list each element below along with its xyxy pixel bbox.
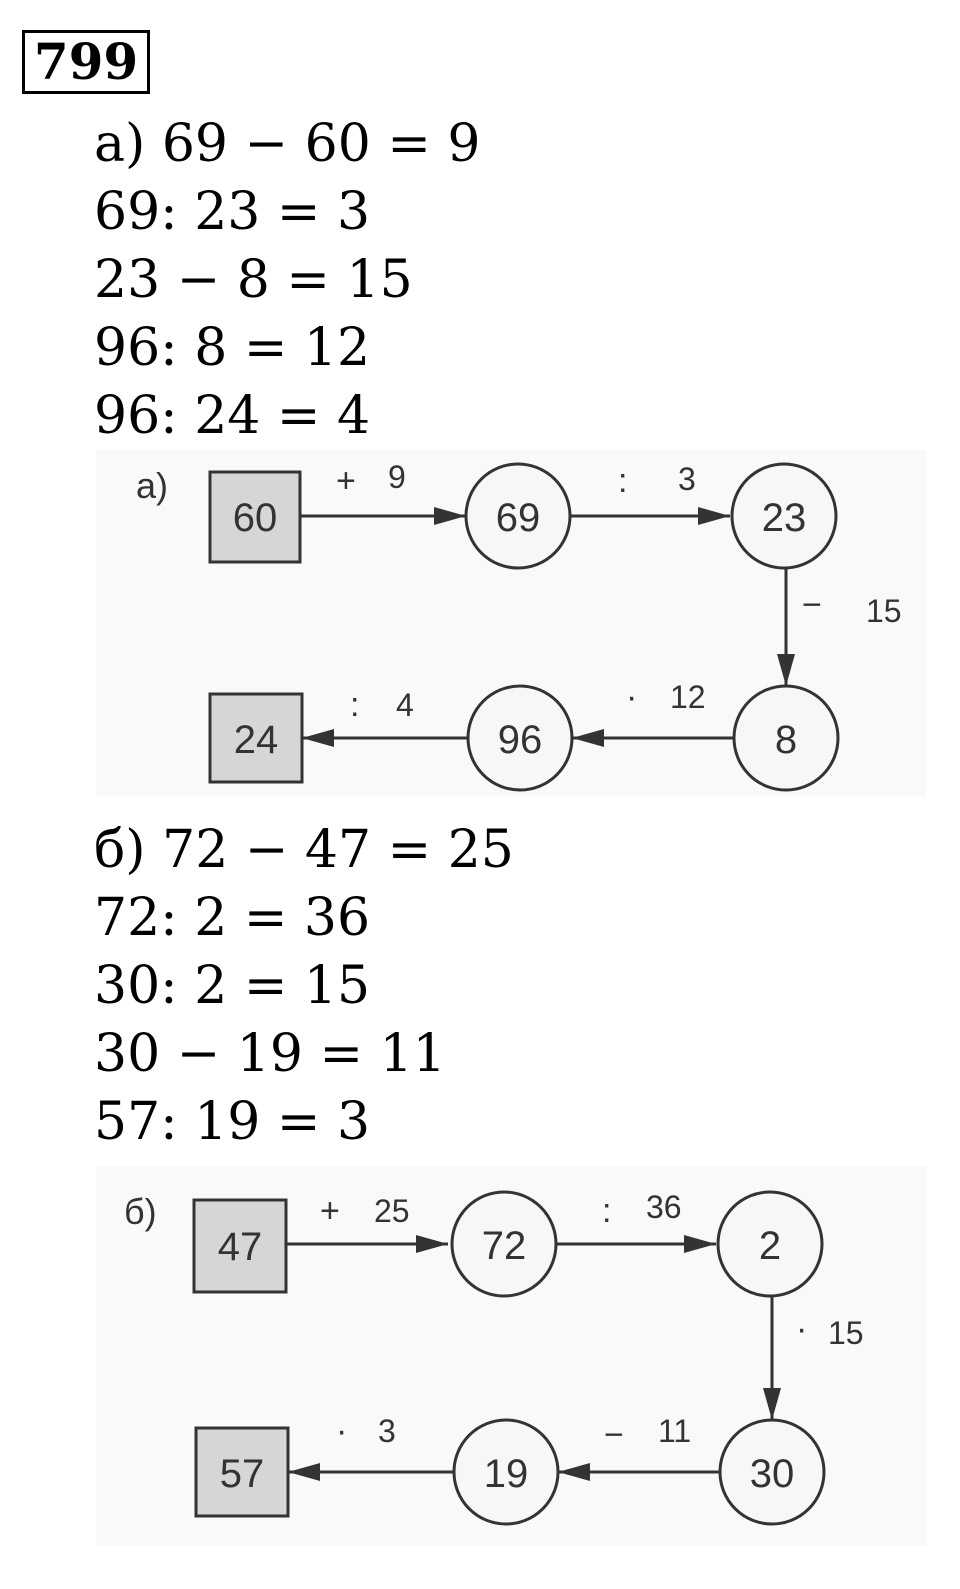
part-b-diagram: б) + 25 : 36 · 15 − 11 · 3 47 bbox=[96, 1166, 926, 1546]
operand-label: 12 bbox=[670, 679, 706, 715]
op-label: + bbox=[320, 1192, 340, 1230]
task-number: 799 bbox=[22, 30, 150, 94]
op-label: : bbox=[350, 686, 359, 724]
equation-line: 96: 8 = 12 bbox=[94, 318, 371, 378]
start-node bbox=[208, 470, 302, 564]
node-value: 69 bbox=[496, 496, 541, 540]
node-circle bbox=[466, 684, 574, 792]
arrowhead bbox=[288, 1463, 320, 1481]
op-label: · bbox=[336, 1412, 347, 1450]
op-label: · bbox=[796, 1310, 807, 1348]
part-a-equations: а) 69 − 60 = 9 69: 23 = 3 23 − 8 = 15 96… bbox=[94, 110, 481, 450]
equation-line: 57: 19 = 3 bbox=[94, 1092, 371, 1152]
arrowhead bbox=[698, 507, 730, 525]
node-value: 2 bbox=[759, 1224, 781, 1268]
diagram-label: а) bbox=[136, 465, 168, 506]
node-value: 30 bbox=[750, 1452, 795, 1496]
equation-line: 23 − 8 = 15 bbox=[94, 250, 413, 310]
operand-label: 9 bbox=[388, 459, 406, 495]
end-node-value: 24 bbox=[234, 718, 279, 762]
node-value: 72 bbox=[482, 1224, 527, 1268]
arrowhead bbox=[777, 654, 795, 686]
operand-label: 36 bbox=[646, 1189, 682, 1225]
operand-label: 4 bbox=[396, 687, 414, 723]
part-b-diagram-svg: б) + 25 : 36 · 15 − 11 · 3 47 bbox=[96, 1166, 926, 1546]
operand-label: 25 bbox=[374, 1193, 410, 1229]
op-label: : bbox=[618, 462, 627, 500]
op-label: − bbox=[604, 1416, 624, 1454]
equation-line: б) 72 − 47 = 25 bbox=[94, 820, 514, 880]
start-node-value: 60 bbox=[233, 496, 278, 540]
node-circle bbox=[730, 462, 838, 570]
part-a-diagram: а) + 9 : 3 − 15 · 12 : 4 60 bbox=[96, 450, 926, 796]
node-circle bbox=[464, 462, 572, 570]
node-value: 19 bbox=[484, 1452, 529, 1496]
diagram-label: б) bbox=[124, 1191, 157, 1232]
end-node bbox=[208, 692, 304, 784]
equation-line: 30 − 19 = 11 bbox=[94, 1024, 446, 1084]
operand-label: 3 bbox=[678, 461, 696, 497]
arrowhead bbox=[434, 507, 466, 525]
end-node bbox=[194, 1426, 290, 1518]
equation-line: 30: 2 = 15 bbox=[94, 956, 371, 1016]
end-node-value: 57 bbox=[220, 1452, 265, 1496]
operand-label: 15 bbox=[828, 1315, 864, 1351]
node-value: 8 bbox=[775, 718, 797, 762]
node-circle bbox=[716, 1190, 824, 1298]
arrowhead bbox=[302, 729, 334, 747]
equation-line: 72: 2 = 36 bbox=[94, 888, 371, 948]
arrowhead bbox=[416, 1235, 448, 1253]
arrowhead bbox=[763, 1388, 781, 1420]
node-circle bbox=[718, 1418, 826, 1526]
node-value: 96 bbox=[498, 718, 543, 762]
equation-line: 69: 23 = 3 bbox=[94, 182, 371, 242]
op-label: − bbox=[802, 586, 822, 624]
arrowhead bbox=[572, 729, 604, 747]
arrowhead bbox=[558, 1463, 590, 1481]
arrowhead bbox=[684, 1235, 716, 1253]
node-value: 23 bbox=[762, 496, 807, 540]
start-node bbox=[192, 1198, 288, 1294]
operand-label: 3 bbox=[378, 1413, 396, 1449]
op-label: + bbox=[336, 462, 356, 500]
part-b-equations: б) 72 − 47 = 25 72: 2 = 36 30: 2 = 15 30… bbox=[94, 816, 514, 1156]
node-circle bbox=[450, 1190, 558, 1298]
equation-line: а) 69 − 60 = 9 bbox=[94, 114, 481, 174]
node-circle bbox=[452, 1418, 560, 1526]
operand-label: 11 bbox=[658, 1413, 691, 1449]
part-a-diagram-svg: а) + 9 : 3 − 15 · 12 : 4 60 bbox=[96, 450, 926, 796]
op-label: · bbox=[626, 678, 637, 716]
equation-line: 96: 24 = 4 bbox=[94, 386, 371, 446]
start-node-value: 47 bbox=[218, 1225, 263, 1269]
op-label: : bbox=[602, 1192, 611, 1230]
node-circle bbox=[732, 684, 840, 792]
operand-label: 15 bbox=[866, 593, 902, 629]
